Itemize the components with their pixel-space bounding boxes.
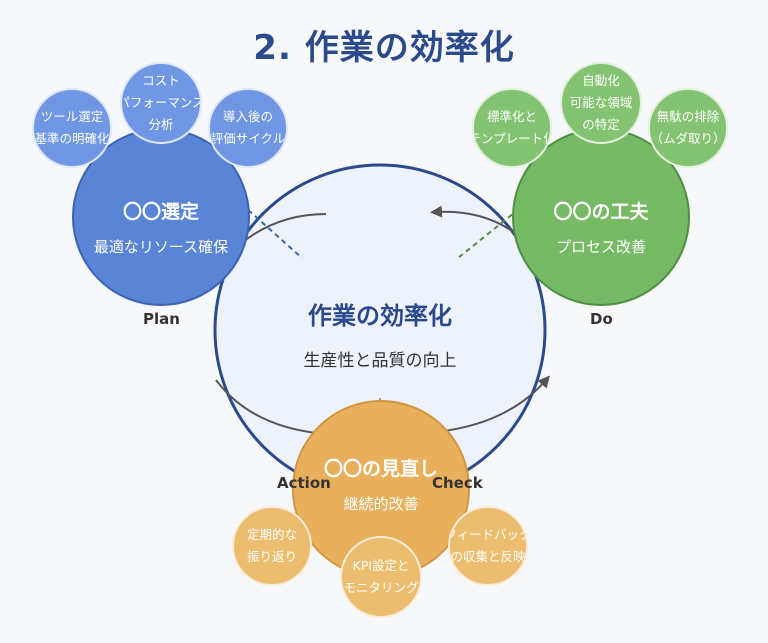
check-item-2-line2: モニタリング: [343, 580, 419, 595]
plan-item-1: ツール選定 基準の明確化: [32, 88, 112, 168]
check-item-1-line2: 振り返り: [246, 549, 297, 564]
check-item-1-line1: 定期的な: [246, 527, 297, 542]
check-circle: 〇〇の見直し 継続的改善: [292, 400, 470, 578]
arrow-action: [215, 379, 332, 440]
plan-item-2-line3: 分析: [148, 117, 174, 132]
check-item-2: KPI設定と モニタリング: [340, 536, 422, 618]
do-title: 〇〇の工夫: [553, 201, 649, 223]
arrow-check: [435, 375, 550, 433]
check-item-3-line2: の収集と反映: [450, 549, 526, 564]
check-item-2-line1: KPI設定と: [352, 558, 410, 573]
plan-title: 〇〇選定: [122, 201, 199, 223]
center-title: 作業の効率化: [308, 302, 452, 330]
check-label: Check: [432, 474, 483, 492]
plan-item-2-line1: コスト: [142, 73, 180, 88]
plan-item-3: 導入後の 評価サイクル: [208, 88, 288, 168]
do-item-2-line1: 自動化: [582, 73, 620, 88]
do-item-2-line3: の特定: [582, 117, 620, 132]
page-title: 2. 作業の効率化: [253, 28, 515, 68]
do-item-1-line2: テンプレート化: [472, 131, 552, 146]
do-item-1: 標準化と テンプレート化: [472, 88, 552, 168]
plan-item-2-line2: パフォーマンス: [120, 95, 202, 110]
action-label: Action: [277, 474, 331, 492]
check-subtitle: 継続的改善: [343, 495, 419, 513]
plan-item-3-line1: 導入後の: [222, 109, 273, 124]
plan-connector: [227, 191, 303, 259]
check-item-3-line1: フィードバック: [448, 527, 528, 542]
plan-item-2: コスト パフォーマンス 分析: [120, 62, 202, 144]
check-title: 〇〇の見直し: [323, 458, 438, 480]
plan-label: Plan: [143, 310, 180, 328]
do-subtitle: プロセス改善: [555, 238, 646, 256]
check-item-1: 定期的な 振り返り: [232, 506, 312, 586]
do-item-2: 自動化 可能な領域 の特定: [560, 62, 642, 144]
plan-item-3-line2: 評価サイクル: [210, 131, 286, 146]
do-item-2-line2: 可能な領域: [569, 95, 633, 110]
do-item-1-line1: 標準化と: [486, 109, 537, 124]
do-item-3: 無駄の排除 （ムダ取り）: [648, 88, 728, 168]
plan-subtitle: 最適なリソース確保: [93, 238, 229, 256]
do-item-3-line2: （ムダ取り）: [650, 131, 726, 146]
center-subtitle: 生産性と品質の向上: [303, 351, 457, 371]
do-label: Do: [590, 310, 613, 328]
do-item-3-line1: 無駄の排除: [656, 109, 720, 124]
plan-item-1-line1: ツール選定: [40, 109, 104, 124]
check-item-3: フィードバック の収集と反映: [448, 506, 528, 586]
plan-item-1-line2: 基準の明確化: [34, 131, 110, 146]
